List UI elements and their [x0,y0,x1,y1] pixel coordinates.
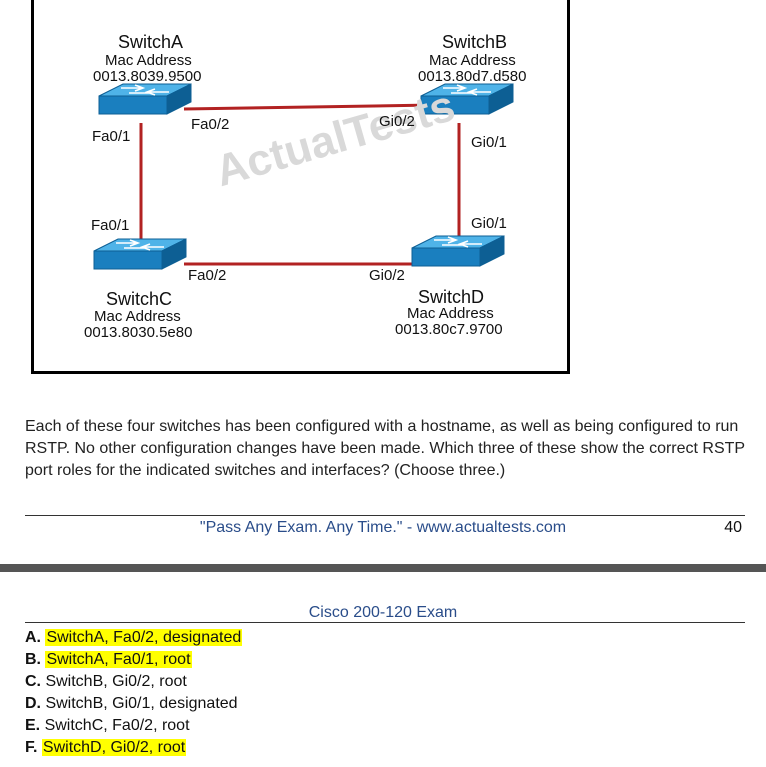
switch-a-mac-label: Mac Address [105,52,192,69]
answer-option-d: D. SwitchB, Gi0/1, designated [25,693,242,715]
answer-letter: C. [25,673,41,690]
page-break-divider [0,564,766,572]
answer-option-e: E. SwitchC, Fa0/2, root [25,715,242,737]
answer-text: SwitchA, Fa0/1, root [45,651,192,668]
switch-c-icon [93,238,187,270]
question-text: Each of these four switches has been con… [25,418,745,479]
topology-svg [93,83,514,270]
network-diagram: ActualTests SwitchA Mac Address 0013.803… [31,0,570,374]
port-d-gi02: Gi0/2 [369,267,405,284]
switch-d-mac-label: Mac Address [407,305,494,322]
answer-text: SwitchC, Fa0/2, root [44,717,190,734]
switch-d-name: SwitchD [418,287,485,307]
switch-b-mac-label: Mac Address [429,52,516,69]
answer-option-f: F. SwitchD, Gi0/2, root [25,737,242,759]
answer-option-c: C. SwitchB, Gi0/2, root [25,671,242,693]
switch-c-mac: 0013.8030.5e80 [84,324,193,341]
footer-slogan: "Pass Any Exam. Any Time." - www.actualt… [199,519,567,536]
answer-letter: D. [25,695,41,712]
switch-b-mac: 0013.80d7.d580 [418,68,527,85]
port-d-gi01: Gi0/1 [471,215,507,232]
switch-d-icon [411,235,505,267]
switch-a-icon [98,83,192,115]
port-a-fa02: Fa0/2 [191,116,230,133]
switch-c-name: SwitchC [106,289,173,309]
answer-text: SwitchD, Gi0/2, root [41,739,187,756]
switch-d-mac: 0013.80c7.9700 [395,321,503,338]
answer-letter: F. [25,739,38,756]
port-c-fa02: Fa0/2 [188,267,227,284]
answer-text: SwitchB, Gi0/1, designated [45,695,238,712]
switch-a-mac: 0013.8039.9500 [93,68,202,85]
page-header-title: Cisco 200-120 Exam [308,604,458,621]
answer-text: SwitchA, Fa0/2, designated [45,629,243,646]
switch-b-icon [420,83,514,115]
switch-a-name: SwitchA [118,32,184,52]
answer-text: SwitchB, Gi0/2, root [45,673,187,690]
answer-letter: A. [25,629,41,646]
answer-letter: E. [25,717,41,734]
answer-letter: B. [25,651,41,668]
port-c-fa01: Fa0/1 [91,217,130,234]
switch-c-mac-label: Mac Address [94,308,181,325]
answer-list: A. SwitchA, Fa0/2, designated B. SwitchA… [25,627,243,759]
answer-option-a: A. SwitchA, Fa0/2, designated [25,627,243,649]
page-number: 40 [724,519,742,536]
header-divider [25,622,745,623]
port-b-gi02: Gi0/2 [379,113,415,130]
answer-option-b: B. SwitchA, Fa0/1, root [25,649,242,671]
link-a-b [183,103,435,111]
port-a-fa01: Fa0/1 [92,128,131,145]
port-b-gi01: Gi0/1 [471,134,507,151]
footer-divider [25,515,745,516]
switch-b-name: SwitchB [442,32,508,52]
